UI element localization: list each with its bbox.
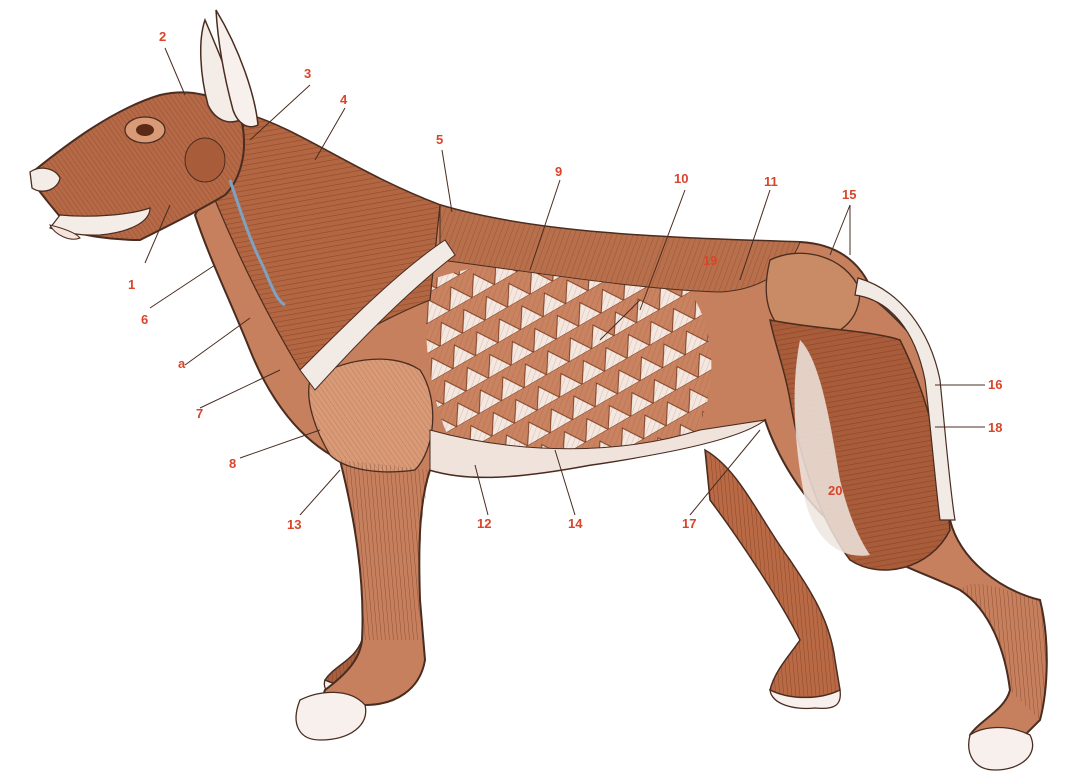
label-16: 16: [988, 378, 1002, 391]
label-17: 17: [682, 517, 696, 530]
label-14: 14: [568, 517, 582, 530]
label-20: 20: [828, 484, 842, 497]
dog-body: [195, 115, 1047, 770]
label-9: 9: [555, 165, 562, 178]
label-13: 13: [287, 518, 301, 531]
label-10: 10: [674, 172, 688, 185]
label-4: 4: [340, 93, 347, 106]
label-19: 19: [703, 254, 717, 267]
label-2: 2: [159, 30, 166, 43]
label-18: 18: [988, 421, 1002, 434]
label-8: 8: [229, 457, 236, 470]
label-6: 6: [141, 313, 148, 326]
label-3: 3: [304, 67, 311, 80]
label-7: 7: [196, 407, 203, 420]
label-15: 15: [842, 188, 856, 201]
label-12: 12: [477, 517, 491, 530]
label-5: 5: [436, 133, 443, 146]
label-1: 1: [128, 278, 135, 291]
label-a: a: [178, 357, 185, 370]
label-11: 11: [764, 175, 778, 188]
